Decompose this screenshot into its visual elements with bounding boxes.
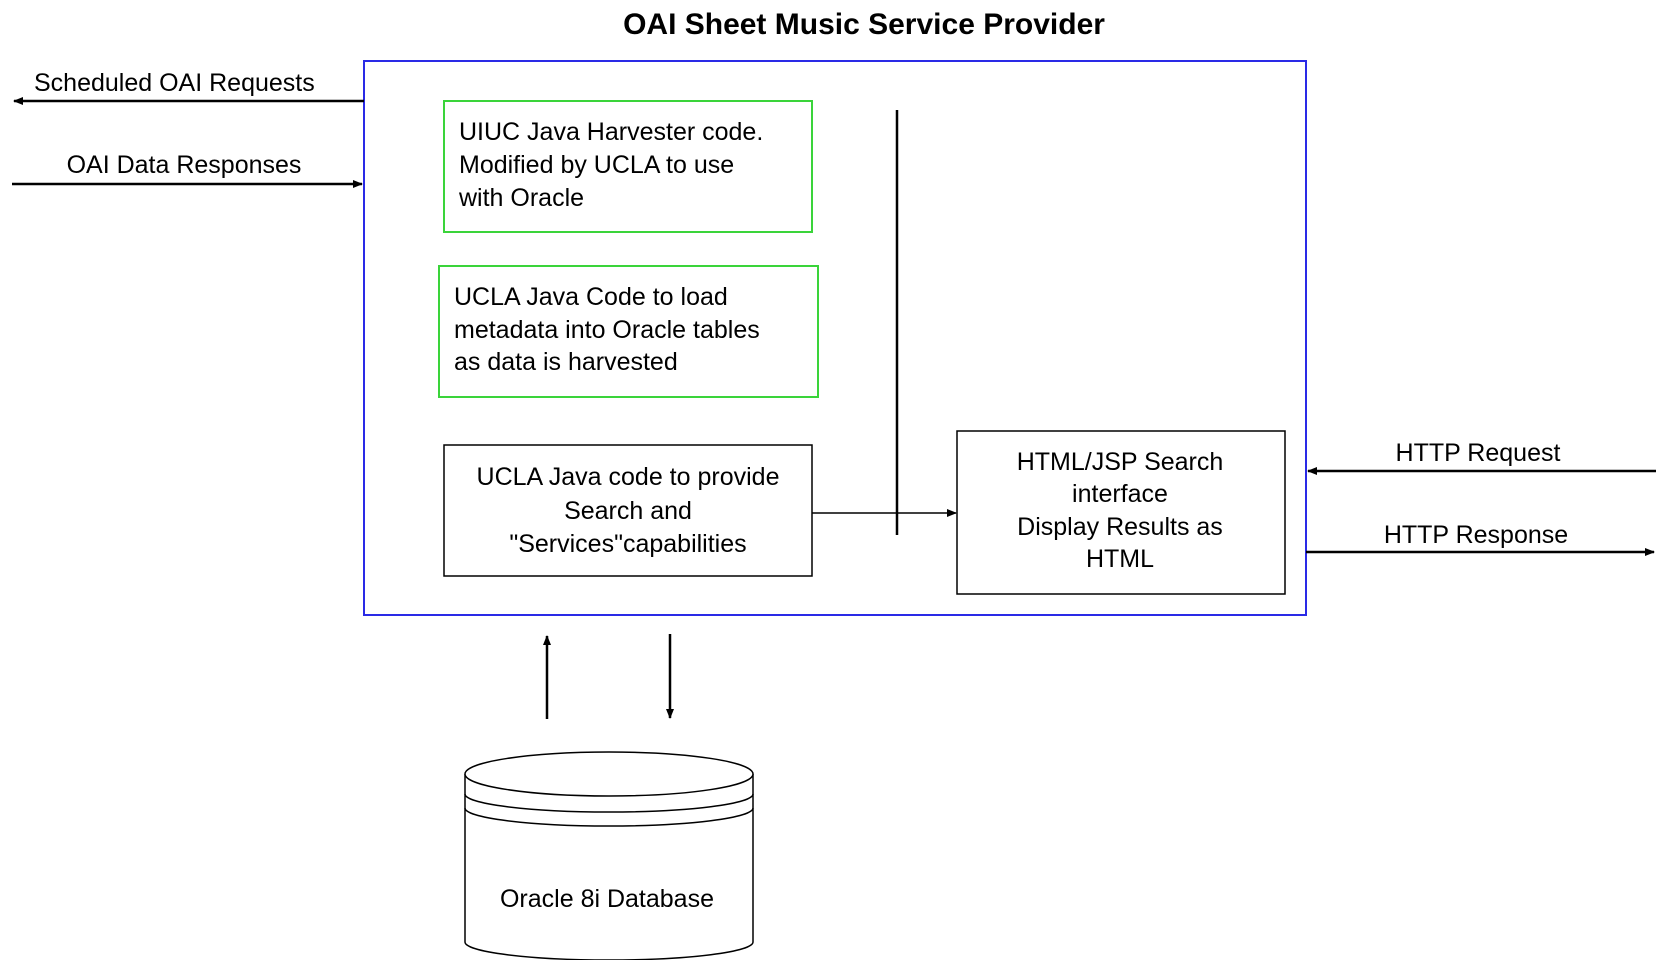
scheduled-requests-label: Scheduled OAI Requests — [34, 69, 315, 97]
database-cylinder-icon: Oracle 8i Database — [464, 751, 754, 960]
html-interface-box: HTML/JSP Search interface Display Result… — [956, 430, 1286, 595]
html-interface-line-3: Display Results as — [1017, 513, 1223, 541]
loader-box: UCLA Java Code to load metadata into Ora… — [438, 265, 819, 398]
database-label: Oracle 8i Database — [500, 885, 714, 913]
data-responses-label: OAI Data Responses — [67, 151, 302, 179]
harvester-line-3: with Oracle — [458, 184, 584, 212]
service-provider-box — [363, 60, 1307, 616]
harvester-line-2: Modified by UCLA to use — [459, 151, 734, 179]
diagram-title: OAI Sheet Music Service Provider — [623, 8, 1105, 41]
html-interface-line-4: HTML — [1086, 545, 1154, 573]
search-code-line-1: UCLA Java code to provide — [477, 463, 780, 491]
http-response-label: HTTP Response — [1384, 521, 1568, 549]
search-code-box: UCLA Java code to provide Search and "Se… — [443, 444, 813, 577]
search-code-line-2: Search and — [564, 497, 692, 525]
html-interface-line-2: interface — [1072, 480, 1168, 508]
http-request-label: HTTP Request — [1396, 439, 1561, 467]
loader-line-1: UCLA Java Code to load — [454, 283, 728, 311]
loader-line-3: as data is harvested — [454, 348, 678, 376]
search-code-line-3: "Services"capabilities — [509, 530, 746, 558]
html-interface-line-1: HTML/JSP Search — [1017, 448, 1224, 476]
loader-line-2: metadata into Oracle tables — [454, 316, 760, 344]
harvester-line-1: UIUC Java Harvester code. — [459, 118, 763, 146]
harvester-box: UIUC Java Harvester code. Modified by UC… — [443, 100, 813, 233]
